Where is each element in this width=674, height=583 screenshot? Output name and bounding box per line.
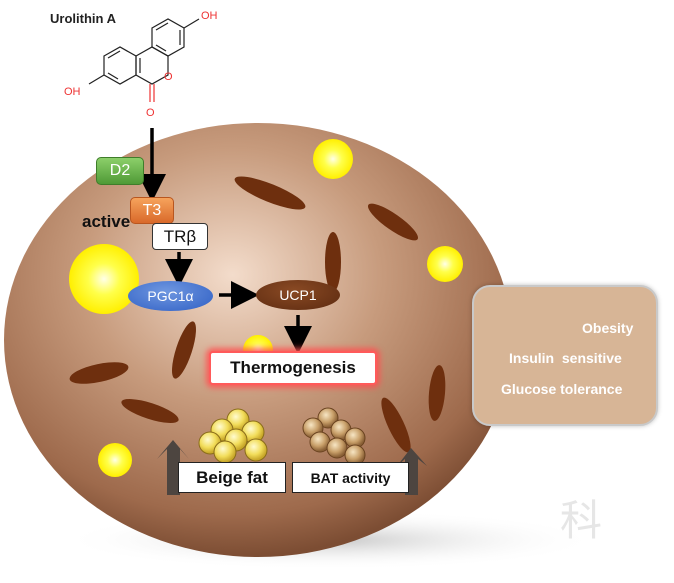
- active-label: active: [82, 212, 131, 231]
- mitochondrion: [368, 203, 418, 241]
- lipid-droplet: [69, 244, 139, 314]
- pgc1a-oval: PGC1α: [128, 281, 213, 311]
- increase-arrows: [157, 440, 427, 495]
- hydroxyl-label: OH: [201, 10, 218, 22]
- ucp1-oval: UCP1: [256, 280, 340, 310]
- compound-name: Urolithin A: [50, 11, 116, 26]
- beige-fat-box: Beige fat: [178, 462, 286, 493]
- obesity-label: Obesity: [582, 320, 634, 336]
- beige-fat-up-arrow: [157, 440, 189, 495]
- beige-fat-cluster: [198, 408, 268, 464]
- pathway-arrows: [138, 128, 312, 354]
- hydroxyl-label: OH: [64, 86, 81, 98]
- lipid-droplet: [98, 443, 132, 477]
- insulin-sensitive-label: Insulin sensitive: [509, 350, 622, 366]
- mitochondrion: [381, 397, 411, 453]
- d2-box: D2: [96, 157, 144, 185]
- bat-activity-box: BAT activity: [292, 462, 409, 493]
- ring-oxygen-label: O: [164, 71, 173, 83]
- mitochondrion: [428, 365, 446, 421]
- bat-activity-up-arrow: [397, 448, 427, 495]
- mitochondrion: [172, 321, 196, 379]
- urolithin-a-atom-labels: OH OH O O: [64, 10, 218, 119]
- mitochondrion: [325, 232, 341, 292]
- mitochondrion: [121, 399, 179, 423]
- mitochondrion: [69, 362, 129, 384]
- carbonyl-oxygen-label: O: [146, 107, 155, 119]
- watermark: 科: [560, 496, 602, 545]
- mitochondria-group: [69, 176, 446, 453]
- brown-fat-cluster: [302, 407, 366, 466]
- lipid-droplets: [69, 139, 463, 477]
- glucose-tolerance-label: Glucose tolerance: [501, 381, 623, 397]
- urolithin-a-structure: [88, 18, 200, 102]
- lipid-droplet: [427, 246, 463, 282]
- lipid-droplet: [313, 139, 353, 179]
- mitochondrion: [234, 176, 306, 210]
- t3-box: T3: [130, 197, 174, 224]
- thyroid-receptor-beta-box: TRβ: [152, 223, 208, 250]
- thermogenesis-box: Thermogenesis: [209, 351, 377, 385]
- systemic-effects-panel: [472, 285, 658, 426]
